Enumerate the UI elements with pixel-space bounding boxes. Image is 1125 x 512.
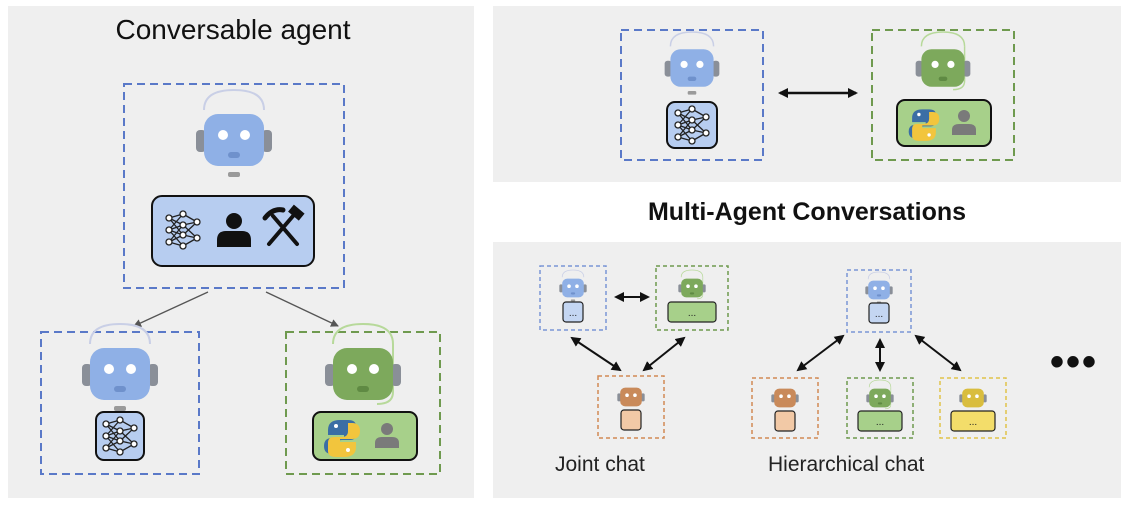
node-dots: ... xyxy=(569,308,577,319)
user-proxy-agent xyxy=(285,323,441,475)
python-icon xyxy=(324,420,360,457)
robot-icon xyxy=(195,89,273,178)
svg-text:...: ... xyxy=(876,417,884,428)
svg-text:...: ... xyxy=(875,309,883,320)
joint-chat-label: Joint chat xyxy=(555,453,645,476)
multi-agent-conversations-title: Multi-Agent Conversations xyxy=(647,198,967,226)
joint-chat-diagram: ... ... xyxy=(539,265,729,439)
python-icon xyxy=(908,109,940,141)
svg-text:...: ... xyxy=(969,417,977,428)
two-agent-blue xyxy=(620,29,764,161)
robot-icon xyxy=(663,31,721,96)
branch-arrows xyxy=(133,291,339,327)
more-ellipsis: ••• xyxy=(1050,340,1099,384)
hierarchical-chat-diagram: ... ... ... xyxy=(751,269,1007,439)
robot-icon xyxy=(324,323,402,405)
conversable-agent-title: Conversable agent xyxy=(115,14,351,45)
main-agent xyxy=(123,83,345,289)
assistant-agent xyxy=(40,323,200,475)
robot-icon xyxy=(914,31,972,91)
svg-text:...: ... xyxy=(688,308,696,319)
robot-icon xyxy=(81,323,159,412)
two-agent-green xyxy=(871,29,1015,161)
hierarchical-chat-label: Hierarchical chat xyxy=(768,453,925,476)
